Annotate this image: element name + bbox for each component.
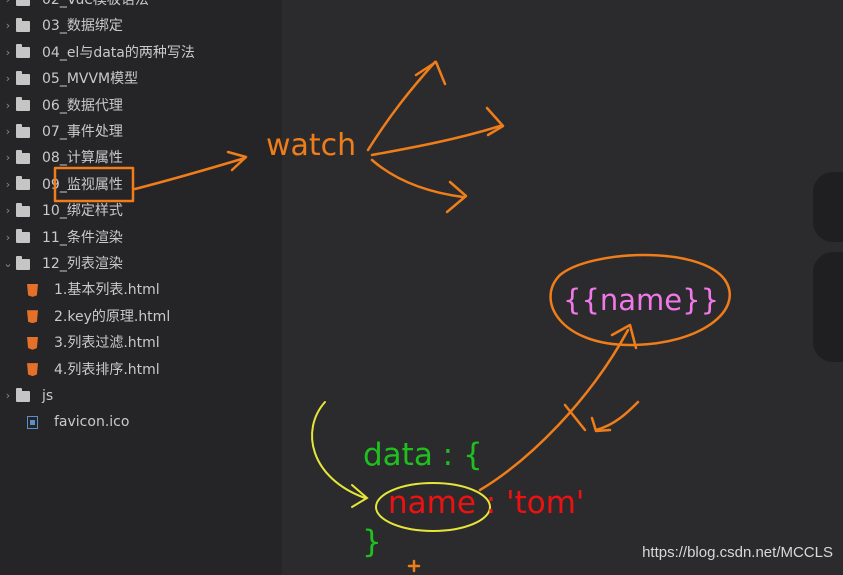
tree-item-label: 05_MVVM模型 xyxy=(42,71,139,88)
tree-item[interactable]: › 08_计算属性 xyxy=(6,145,123,171)
watch-label: watch xyxy=(266,128,357,163)
folder-icon xyxy=(16,255,30,270)
folder-icon xyxy=(16,123,30,138)
folder-icon xyxy=(16,17,30,32)
tree-item[interactable]: › 10_绑定样式 xyxy=(6,198,123,224)
chevron-right-icon[interactable]: › xyxy=(5,389,11,402)
watermark: https://blog.csdn.net/MCCLS xyxy=(642,544,833,561)
data-open-text: data : { xyxy=(363,437,483,473)
tree-item-label: 2.key的原理.html xyxy=(54,308,171,325)
tree-item[interactable]: 4.列表排序.html xyxy=(27,357,160,383)
tree-item-label: 3.列表过滤.html xyxy=(54,335,160,352)
tree-item-label: 09_监视属性 xyxy=(42,176,123,193)
folder-icon xyxy=(16,70,30,85)
file-explorer-sidebar: › 02_Vue模板语法 › 03_数据绑定 › 04_el与data的两种写法 › 05_M… xyxy=(0,0,282,575)
tree-item[interactable]: › 03_数据绑定 xyxy=(6,13,123,39)
folder-icon xyxy=(16,44,30,59)
tree-item-label: 02_Vue模板语法 xyxy=(42,0,149,8)
tree-item[interactable]: 3.列表过滤.html xyxy=(27,330,160,356)
data-close-text: } xyxy=(362,524,382,560)
minimap-handle-bottom[interactable] xyxy=(813,252,843,362)
tree-item[interactable]: › 06_数据代理 xyxy=(6,93,123,119)
chevron-right-icon[interactable]: › xyxy=(5,19,11,33)
name-key: name xyxy=(388,485,476,521)
tree-item[interactable]: › 04_el与data的两种写法 xyxy=(6,40,195,66)
tree-item-label: 03_数据绑定 xyxy=(42,18,123,35)
tree-item[interactable]: › 05_MVVM模型 xyxy=(6,66,139,92)
minimap-handle-top[interactable] xyxy=(813,172,843,242)
chevron-right-icon[interactable]: › xyxy=(5,98,11,112)
folder-icon xyxy=(16,176,30,191)
chevron-right-icon[interactable]: › xyxy=(5,230,11,244)
image-file-icon xyxy=(27,415,38,429)
tree-item[interactable]: favicon.ico xyxy=(27,409,129,435)
tree-item-label: 06_数据代理 xyxy=(42,97,123,114)
folder-icon xyxy=(16,202,30,217)
tree-item-label: 10_绑定样式 xyxy=(42,203,123,220)
name-separator: : xyxy=(475,485,507,521)
folder-icon xyxy=(16,149,30,164)
name-value: 'tom' xyxy=(506,485,585,521)
tree-item-label: js xyxy=(42,388,54,404)
chevron-right-icon[interactable]: › xyxy=(5,204,11,218)
tree-item-label: 1.基本列表.html xyxy=(54,282,160,299)
chevron-right-icon[interactable]: › xyxy=(3,0,13,13)
tree-item-label: 04_el与data的两种写法 xyxy=(42,44,195,61)
tree-item[interactable]: › 09_监视属性 xyxy=(6,172,123,198)
chevron-right-icon[interactable]: › xyxy=(5,177,11,191)
folder-icon xyxy=(16,387,30,402)
html5-file-icon xyxy=(27,310,38,324)
tree-item[interactable]: 1.基本列表.html xyxy=(27,277,160,303)
template-expression: {{name}} xyxy=(563,283,720,317)
tree-item-label: 07_事件处理 xyxy=(42,124,123,140)
html5-file-icon xyxy=(27,336,38,350)
tree-item-label: 4.列表排序.html xyxy=(54,361,160,378)
tree-item[interactable]: 2.key的原理.html xyxy=(27,304,170,330)
tree-item[interactable]: › js xyxy=(6,383,54,409)
tree-item[interactable]: ⌄ 12_列表渲染 xyxy=(3,251,123,277)
tree-item[interactable]: › 07_事件处理 xyxy=(6,119,123,145)
folder-icon xyxy=(16,97,30,112)
folder-icon xyxy=(16,0,30,6)
chevron-right-icon[interactable]: › xyxy=(5,72,11,86)
html5-file-icon xyxy=(27,283,38,297)
tree-item-label: 12_列表渲染 xyxy=(42,256,123,272)
tree-item-label: 08_计算属性 xyxy=(42,150,123,167)
tree-item[interactable]: › 11_条件渲染 xyxy=(6,225,123,251)
tree-item-label: 11_条件渲染 xyxy=(42,229,123,246)
chevron-right-icon[interactable]: › xyxy=(5,125,11,138)
html5-file-icon xyxy=(27,363,38,377)
folder-icon xyxy=(16,229,30,244)
chevron-right-icon[interactable]: › xyxy=(5,45,11,59)
tree-item-label: favicon.ico xyxy=(54,414,130,431)
tree-item[interactable]: › 02_Vue模板语法 xyxy=(6,0,149,13)
name-property-line: name : 'tom' xyxy=(388,485,584,521)
chevron-down-icon[interactable]: ⌄ xyxy=(3,257,13,270)
chevron-right-icon[interactable]: › xyxy=(5,151,11,165)
